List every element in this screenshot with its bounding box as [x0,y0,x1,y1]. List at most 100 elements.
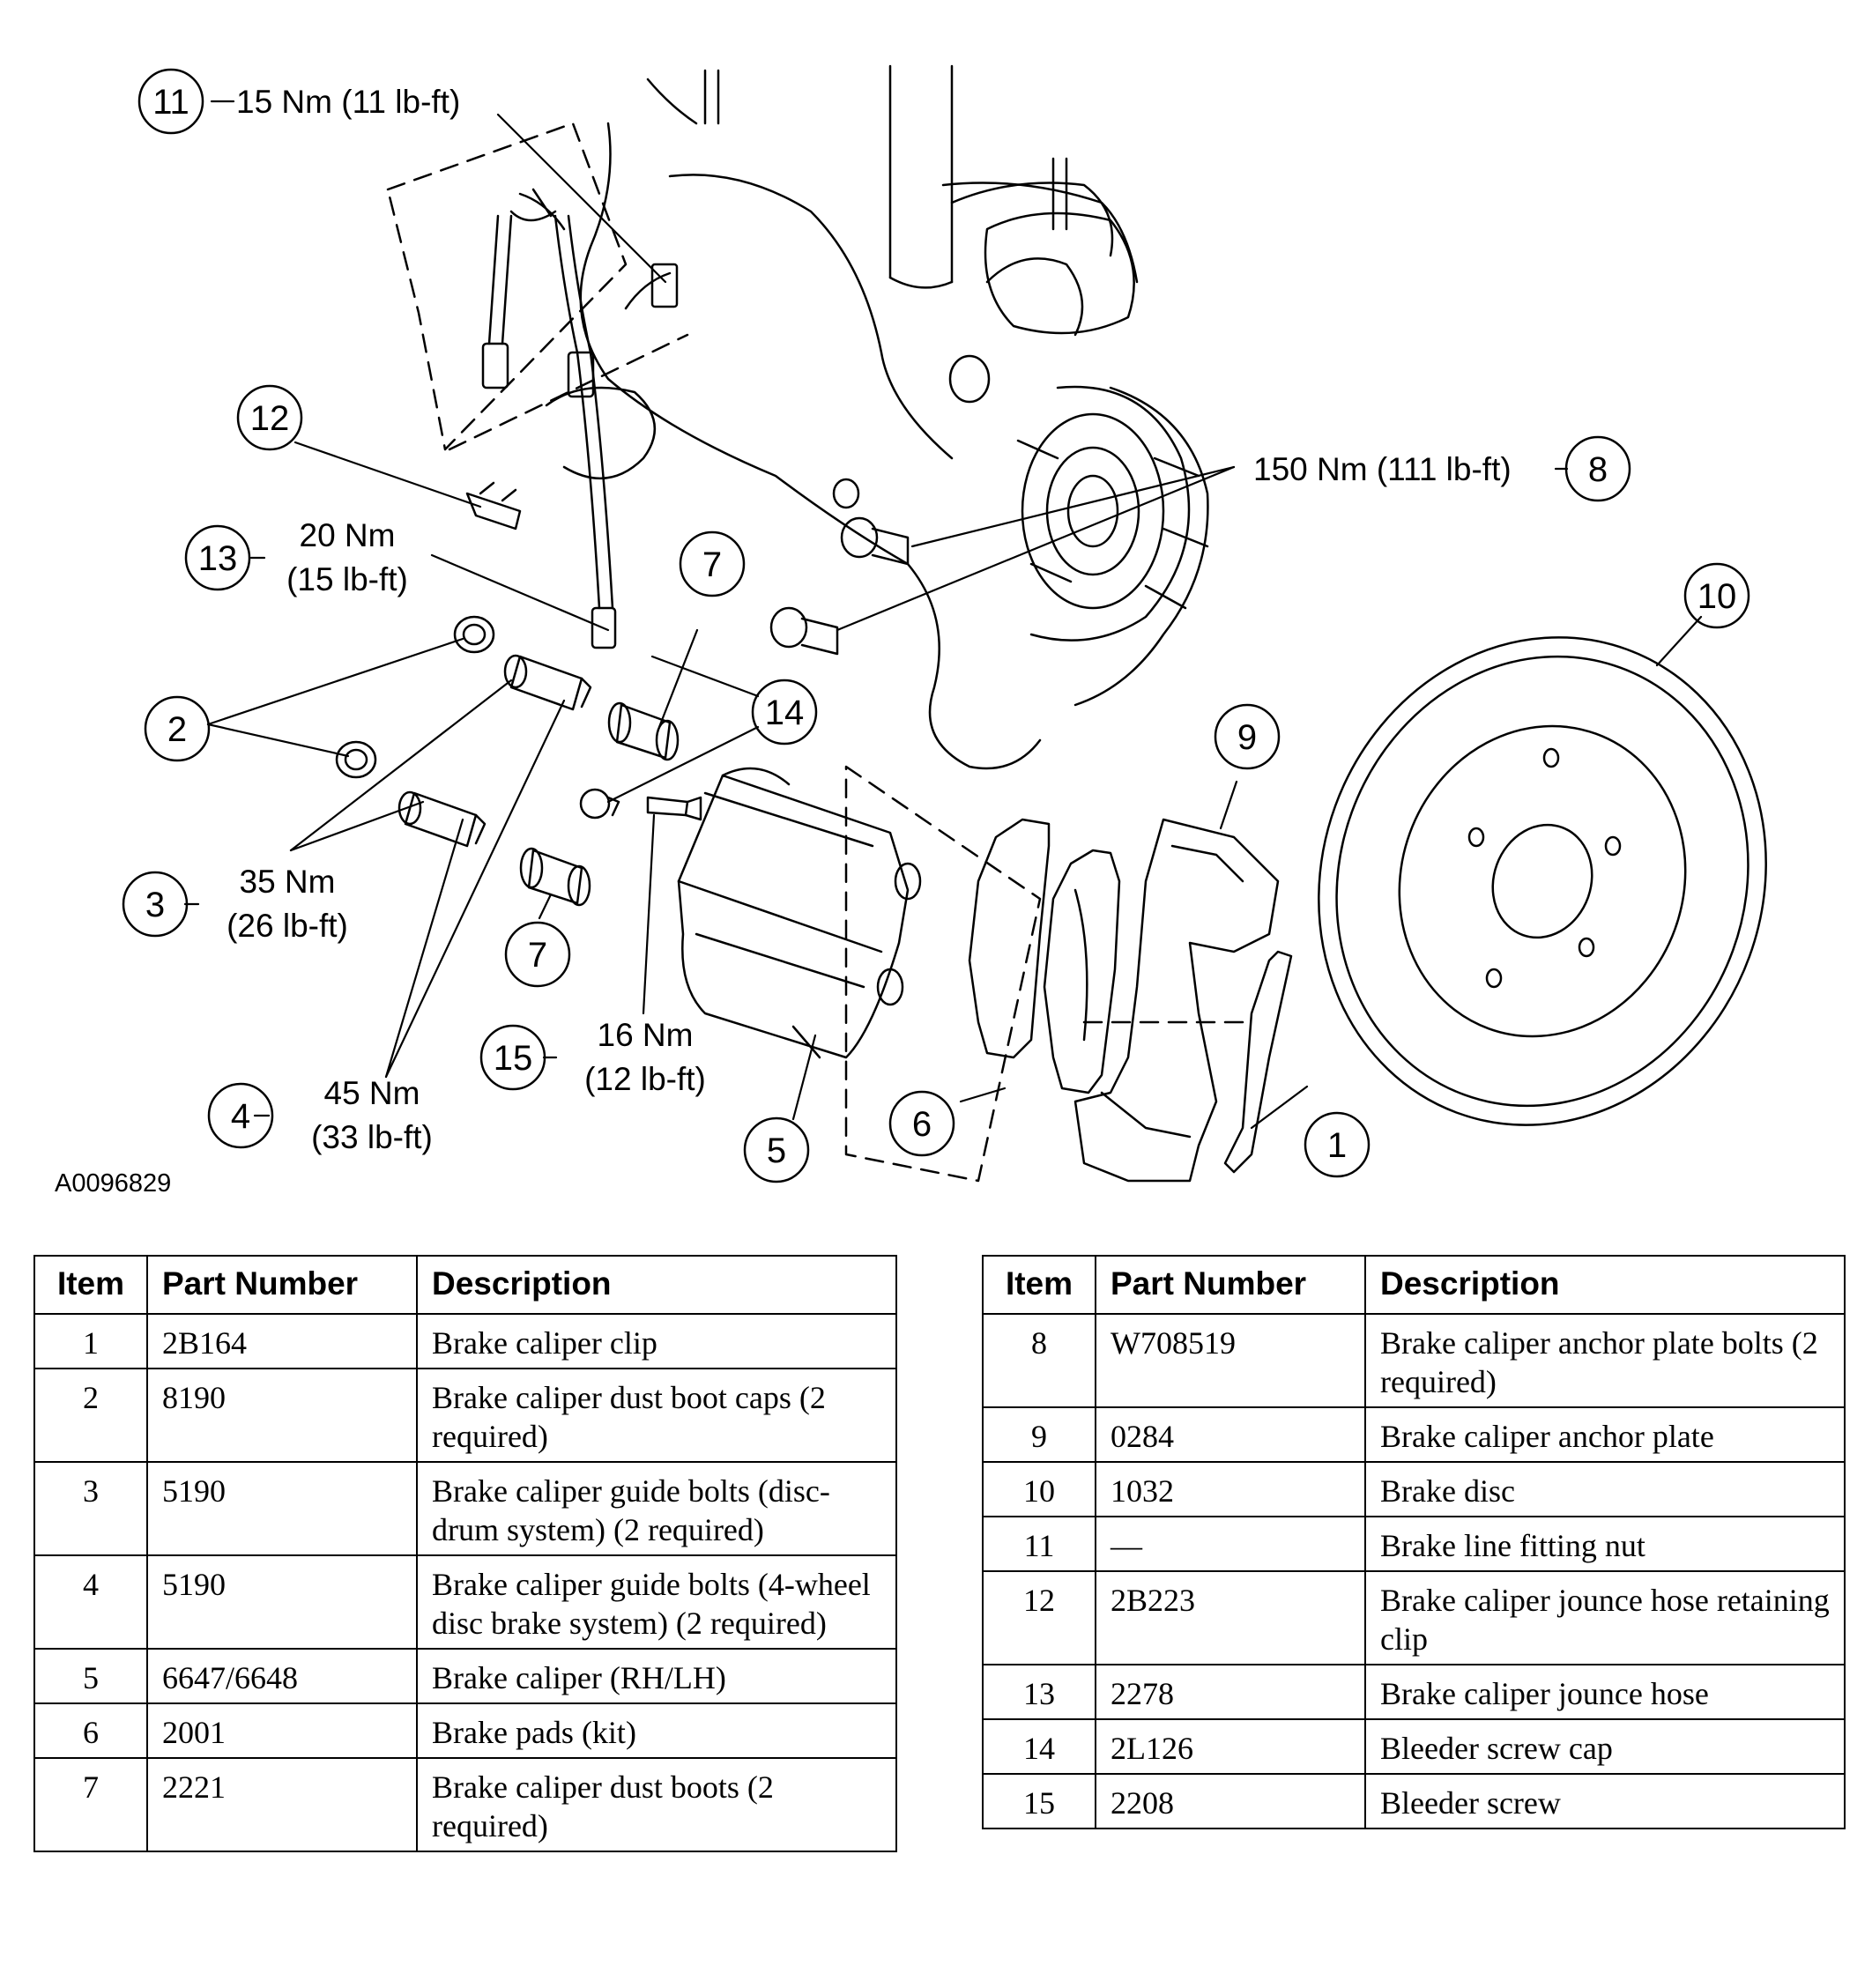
callout-number: 11 [152,83,189,122]
callout-number: 12 [250,399,290,438]
guide-bolt-3 [503,654,592,711]
table-row: 10 1032 Brake disc [982,1461,1846,1517]
callout-circles [122,68,1750,1183]
callout-number: 9 [1237,718,1257,757]
callout-circle-2 [144,695,211,762]
cell-description: Brake line fitting nut [1364,1516,1846,1572]
cell-item: 10 [982,1461,1096,1517]
table-header-row: Item Part Number Description [33,1255,897,1315]
callout-circle-14 [751,679,818,746]
brake-disc [1318,636,1767,1126]
header-part-number: Part Number [1095,1255,1366,1315]
cell-part-number: 2001 [146,1702,418,1759]
cell-description: Brake caliper guide bolts (4-wheel disc … [416,1554,897,1650]
brake-pads [968,818,1121,1094]
callout-number: 7 [702,545,722,584]
torque-spec-11: 15 Nm (11 lb-ft) [236,84,460,120]
cell-part-number: 6647/6648 [146,1648,418,1704]
torque-spec-4-lbft: (33 lb-ft) [311,1119,433,1155]
table-row: 3 5190 Brake caliper guide bolts (disc-d… [33,1461,897,1556]
torque-spec-8: 150 Nm (111 lb-ft) [1253,451,1512,487]
torque-spec-13-lbft: (15 lb-ft) [286,561,408,597]
callout-circle-7a [679,530,746,597]
cell-item: 1 [33,1313,148,1369]
cell-part-number: 2278 [1095,1664,1366,1720]
parts-table-left: Item Part Number Description 1 2B164 Bra… [33,1255,897,1852]
cell-item: 2 [33,1368,148,1463]
header-part-number: Part Number [146,1255,418,1315]
strut-assembly [646,64,954,289]
callout-number: 13 [198,539,238,578]
anchor-plate-bolt-upper [840,516,910,566]
cell-description: Brake caliper jounce hose [1364,1664,1846,1720]
callout-circle-10 [1683,562,1750,629]
dust-boot-upper [607,701,680,761]
cell-part-number: 2208 [1095,1773,1366,1829]
callout-circle-11 [137,68,204,135]
cell-part-number: 5190 [146,1554,418,1650]
parts-table-right: Item Part Number Description 8 W708519 B… [982,1255,1846,1829]
brake-caliper-anchor-plate [1073,818,1280,1183]
table-header-row: Item Part Number Description [982,1255,1846,1315]
cell-description: Bleeder screw cap [1364,1718,1846,1775]
cell-description: Brake caliper dust boot caps (2 required… [416,1368,897,1463]
header-item: Item [33,1255,148,1315]
wheel-hub [1016,385,1209,642]
cell-item: 9 [982,1406,1096,1463]
brake-assembly-exploded-diagram: 1 2 3 4 5 6 7 7 8 9 10 11 12 13 14 15 15… [55,64,1767,1198]
brake-caliper-clip [1223,950,1293,1174]
table-row: 5 6647/6648 Brake caliper (RH/LH) [33,1648,897,1704]
callout-circle-13 [184,524,251,591]
table-row: 13 2278 Brake caliper jounce hose [982,1664,1846,1720]
table-row: 11 — Brake line fitting nut [982,1516,1846,1572]
callout-number: 15 [494,1039,533,1078]
table-row: 1 2B164 Brake caliper clip [33,1313,897,1369]
callout-circle-1 [1304,1111,1371,1178]
torque-spec-4-nm: 45 Nm [324,1075,420,1111]
cell-description: Brake pads (kit) [416,1702,897,1759]
cell-item: 12 [982,1570,1096,1665]
cell-part-number: 5190 [146,1461,418,1556]
callout-number: 14 [765,694,805,732]
cell-part-number: 8190 [146,1368,418,1463]
callout-number: 7 [528,936,547,975]
cell-part-number: 2L126 [1095,1718,1366,1775]
cell-part-number: 2221 [146,1757,418,1852]
table-row: 6 2001 Brake pads (kit) [33,1702,897,1759]
torque-spec-15-nm: 16 Nm [598,1017,694,1053]
torque-spec-3-lbft: (26 lb-ft) [227,908,348,944]
table-row: 2 8190 Brake caliper dust boot caps (2 r… [33,1368,897,1463]
cell-part-number: 0284 [1095,1406,1366,1463]
dust-boot-lower [519,847,591,907]
bleeder-screw-cap [579,788,620,820]
leader-lines [183,100,1703,1130]
cell-description: Brake caliper (RH/LH) [416,1648,897,1704]
callout-circle-6 [888,1090,955,1157]
callout-number: 4 [231,1097,250,1136]
dashed-boundary-hose [386,122,1253,1183]
callout-circle-3 [122,871,189,938]
cell-item: 13 [982,1664,1096,1720]
table-row: 14 2L126 Bleeder screw cap [982,1718,1846,1775]
torque-spec-13-nm: 20 Nm [300,517,396,553]
cell-description: Brake caliper guide bolts (disc-drum sys… [416,1461,897,1556]
header-description: Description [1364,1255,1846,1315]
cell-description: Brake caliper dust boots (2 required) [416,1757,897,1852]
cell-item: 15 [982,1773,1096,1829]
cell-description: Brake caliper jounce hose retaining clip [1364,1570,1846,1665]
table-row: 15 2208 Bleeder screw [982,1773,1846,1829]
callout-number: 2 [167,710,187,749]
callout-number: 1 [1327,1126,1347,1165]
brake-caliper [677,767,922,1059]
callout-circle-9 [1214,703,1281,770]
cell-item: 3 [33,1461,148,1556]
callout-circle-5 [743,1116,810,1183]
table-row: 8 W708519 Brake caliper anchor plate bol… [982,1313,1846,1408]
cell-part-number: 1032 [1095,1461,1366,1517]
cell-item: 7 [33,1757,148,1852]
figure-id: A0096829 [55,1169,171,1198]
callout-number: 5 [767,1131,786,1170]
table-row: 7 2221 Brake caliper dust boots (2 requi… [33,1757,897,1852]
cell-part-number: — [1095,1516,1366,1572]
upper-mount [941,157,1139,335]
